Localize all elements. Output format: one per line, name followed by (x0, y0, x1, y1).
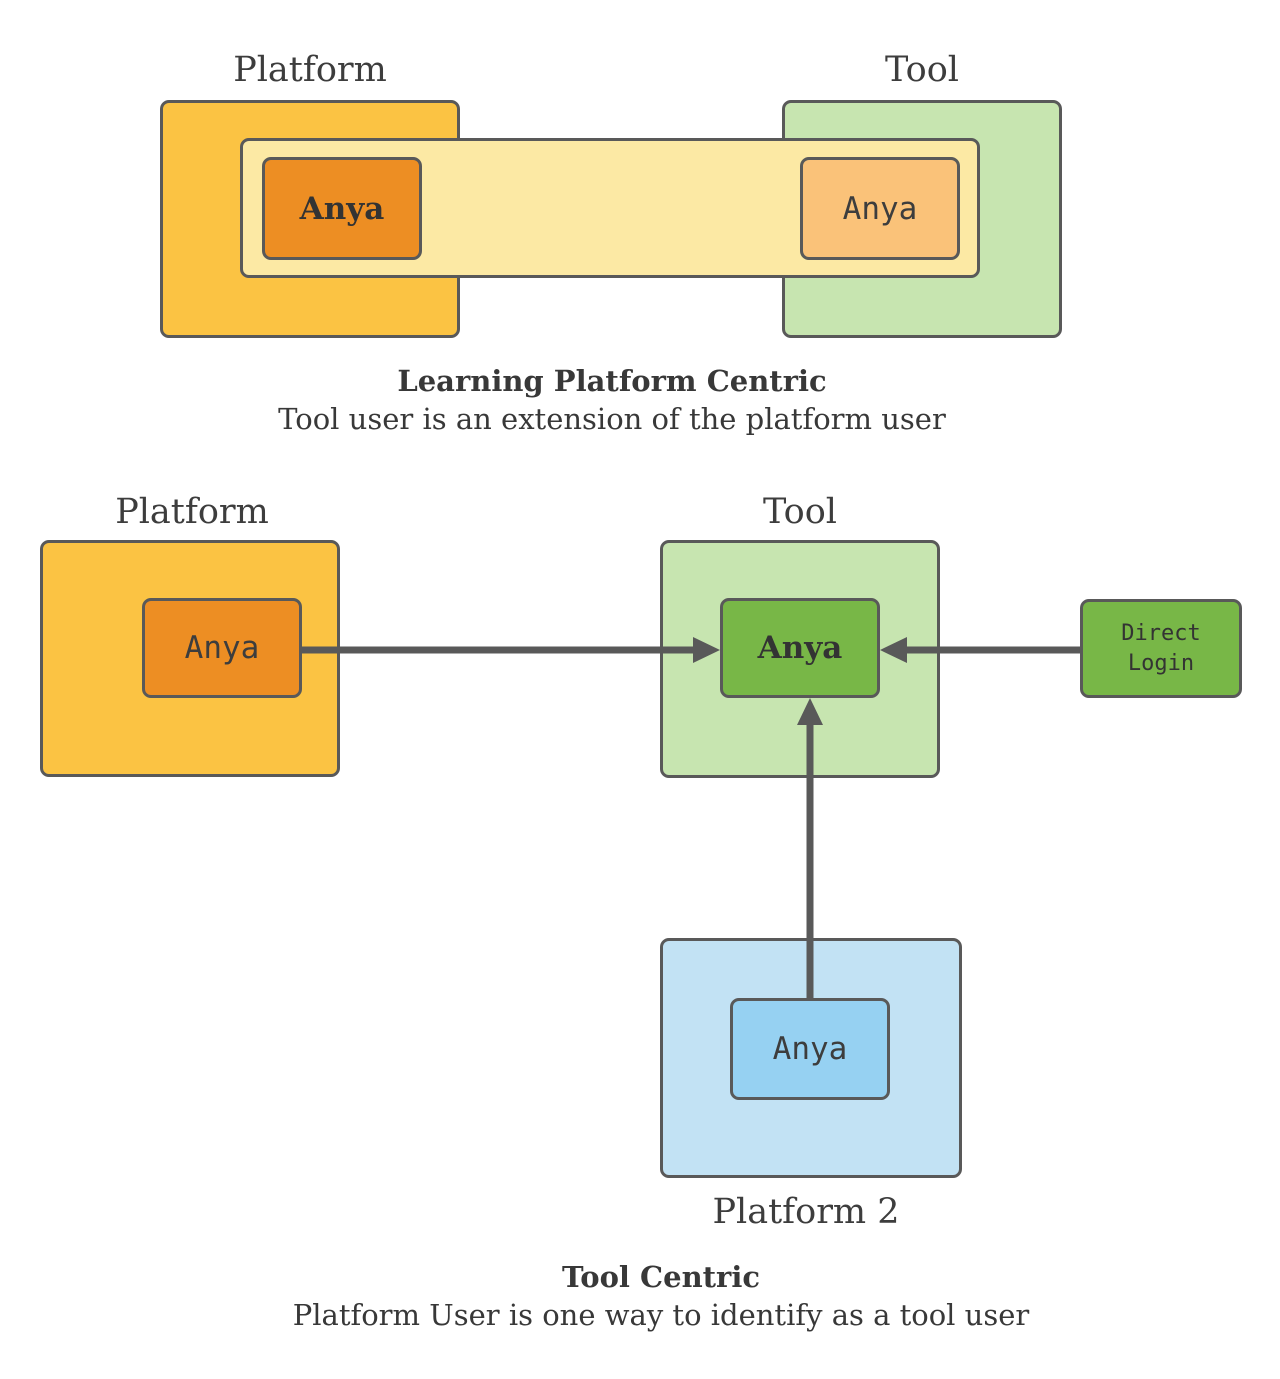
arrow-platform-to-tool (302, 637, 720, 663)
bottom-caption-subtitle: Platform User is one way to identify as … (292, 1298, 1030, 1332)
bottom-tool-label: Tool (763, 492, 837, 532)
top-caption-subtitle: Tool user is an extension of the platfor… (278, 402, 946, 436)
bottom-caption-title: Tool Centric (561, 1260, 761, 1294)
top-tool-label: Tool (885, 50, 959, 90)
bottom-platform-label: Platform (115, 492, 269, 532)
bottom-tool-anya-node: Anya (720, 598, 880, 698)
bottom-tool-anya-label: Anya (757, 630, 843, 666)
top-tool-anya-node: Anya (800, 157, 960, 260)
direct-login-label: Direct Login (1121, 619, 1200, 678)
top-tool-anya-label: Anya (842, 190, 918, 227)
direct-login-line2: Login (1127, 650, 1195, 676)
top-platform-anya-label: Anya (299, 190, 385, 227)
top-caption-title: Learning Platform Centric (397, 364, 827, 398)
platform2-anya-node: Anya (730, 998, 890, 1100)
bottom-platform-anya-label: Anya (184, 630, 260, 666)
direct-login-node: Direct Login (1080, 599, 1242, 698)
direct-login-line1: Direct (1121, 620, 1201, 646)
top-platform-label: Platform (233, 50, 387, 90)
top-platform-anya-node: Anya (262, 157, 422, 260)
platform2-anya-label: Anya (772, 1031, 848, 1067)
bottom-platform-anya-node: Anya (142, 598, 302, 698)
platform2-label: Platform 2 (712, 1192, 900, 1232)
